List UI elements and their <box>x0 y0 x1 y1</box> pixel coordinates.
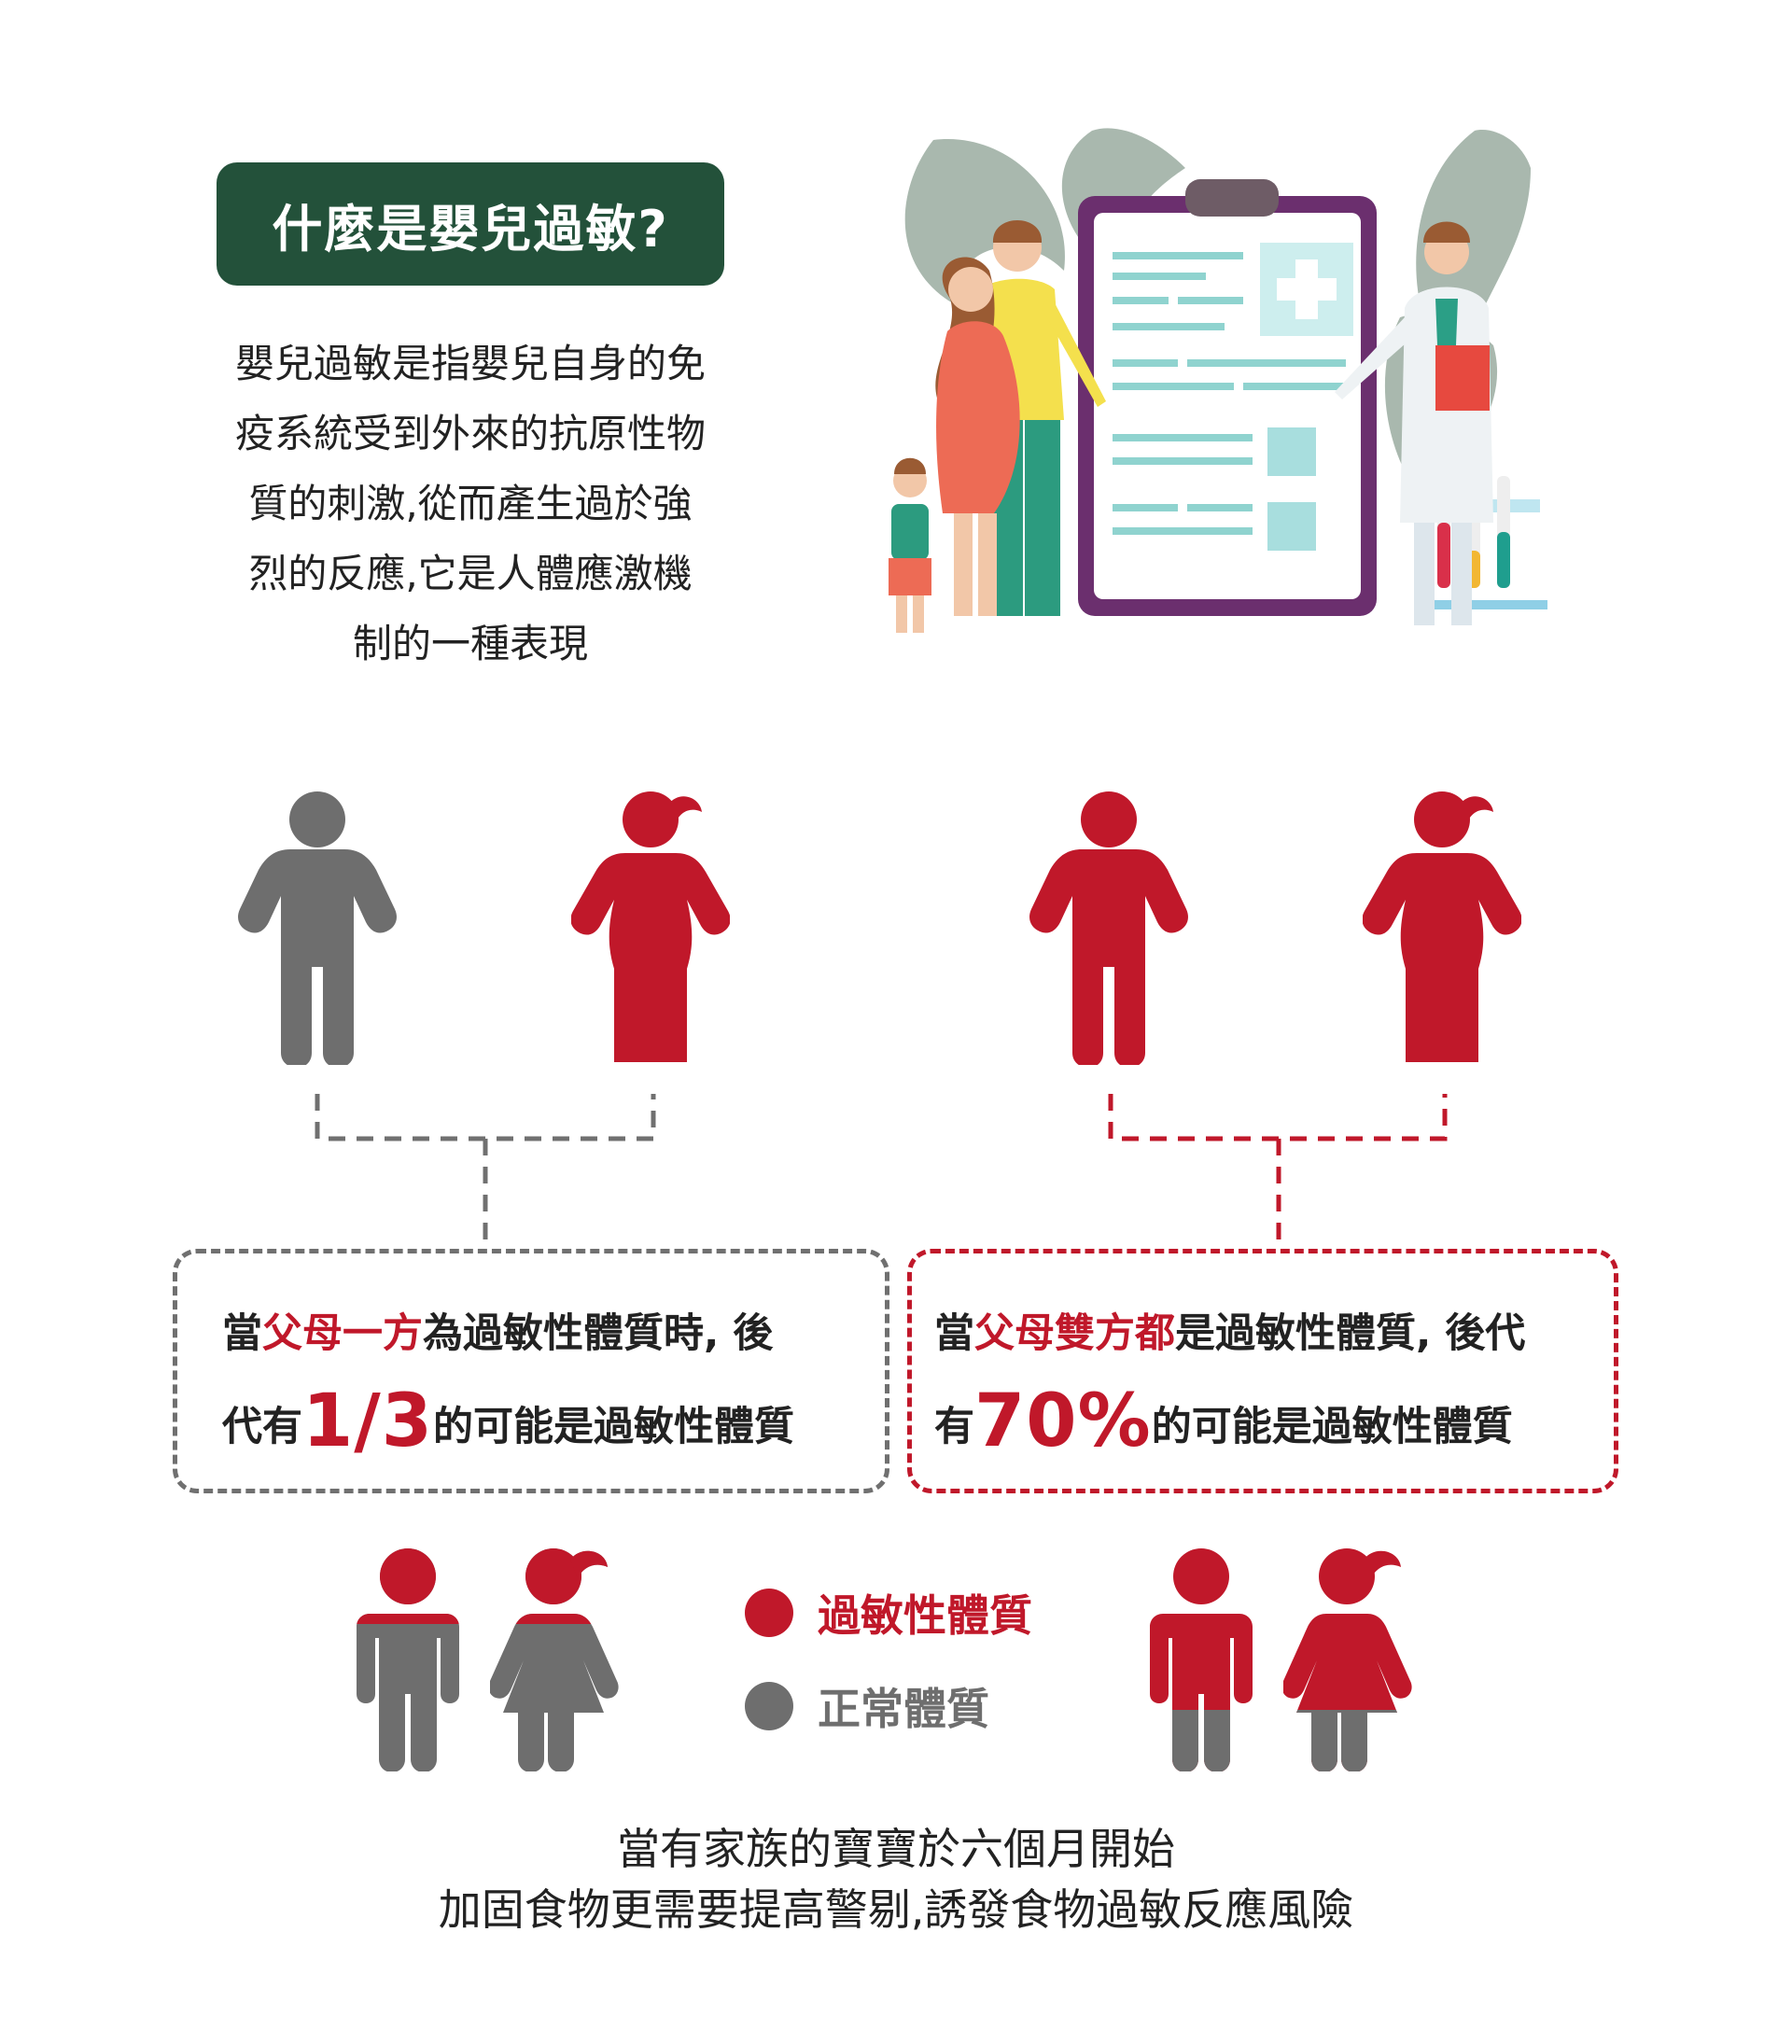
intro-line: 質的刺激,從而產生過於強 <box>248 481 693 526</box>
intro-line: 制的一種表現 <box>352 621 588 666</box>
one-parent-line-1: 當父母一方為過敏性體質時, 後 <box>222 1287 847 1380</box>
highlight-text: 父母一方 <box>262 1310 423 1357</box>
father-normal-icon <box>238 789 397 1065</box>
medical-consultation-illustration <box>889 128 1547 633</box>
probability-value: 1/3 <box>302 1379 434 1463</box>
mother-allergic-icon <box>1363 789 1521 1065</box>
one-parent-allergic-box: 當父母一方為過敏性體質時, 後 代有1/3的可能是過敏性體質 <box>173 1249 889 1493</box>
intro-line: 嬰兒過敏是指嬰兒自身的免 <box>234 341 706 386</box>
intro-line: 疫系統受到外來的抗原性物 <box>234 411 706 456</box>
red-dot-icon <box>745 1589 793 1637</box>
grey-dot-icon <box>745 1682 793 1730</box>
both-parents-line-2: 有70%的可能是過敏性體質 <box>934 1380 1576 1474</box>
child-girl-partial-icon <box>490 1542 621 1771</box>
text: 代有 <box>222 1404 302 1450</box>
text: 的可能是過敏性體質 <box>1151 1404 1513 1450</box>
child-girl-allergic-icon <box>1283 1542 1414 1771</box>
text: 的可能是過敏性體質 <box>433 1404 795 1450</box>
both-parents-line-1: 當父母雙方都是過敏性體質, 後代 <box>934 1287 1576 1380</box>
one-parent-line-2: 代有1/3的可能是過敏性體質 <box>222 1380 847 1474</box>
legend: 過敏性體質 正常體質 <box>745 1582 1032 1737</box>
legend-normal: 正常體質 <box>745 1675 1032 1737</box>
text: 為過敏性體質時, 後 <box>423 1310 774 1357</box>
intro-line: 烈的反應,它是人體應激機 <box>248 551 693 596</box>
intro-text: 嬰兒過敏是指嬰兒自身的免 疫系統受到外來的抗原性物 質的刺激,從而產生過於強 烈… <box>207 329 734 679</box>
text: 當 <box>222 1310 262 1357</box>
page-title: 什麼是嬰兒過敏? <box>272 199 669 259</box>
both-parents-allergic-box: 當父母雙方都是過敏性體質, 後代 有70%的可能是過敏性體質 <box>907 1249 1618 1493</box>
text: 有 <box>934 1404 974 1450</box>
footer-line-1: 當有家族的寶寶於六個月開始 <box>617 1824 1175 1874</box>
child-boy-allergic-icon <box>1150 1542 1253 1771</box>
probability-value: 70% <box>974 1379 1152 1463</box>
text: 當 <box>934 1310 974 1357</box>
title-badge: 什麼是嬰兒過敏? <box>217 162 724 286</box>
mother-allergic-icon <box>571 789 730 1065</box>
connector-lines <box>315 1094 1448 1246</box>
legend-label: 正常體質 <box>818 1684 989 1734</box>
highlight-text: 父母雙方都 <box>974 1310 1175 1357</box>
legend-label: 過敏性體質 <box>818 1590 1032 1641</box>
legend-allergic: 過敏性體質 <box>745 1582 1032 1644</box>
text: 是過敏性體質, 後代 <box>1175 1310 1526 1357</box>
footer-line-2: 加固食物更需要提高警剔,誘發食物過敏反應風險 <box>438 1884 1354 1935</box>
father-allergic-icon <box>1029 789 1188 1065</box>
child-boy-partial-icon <box>357 1542 459 1771</box>
